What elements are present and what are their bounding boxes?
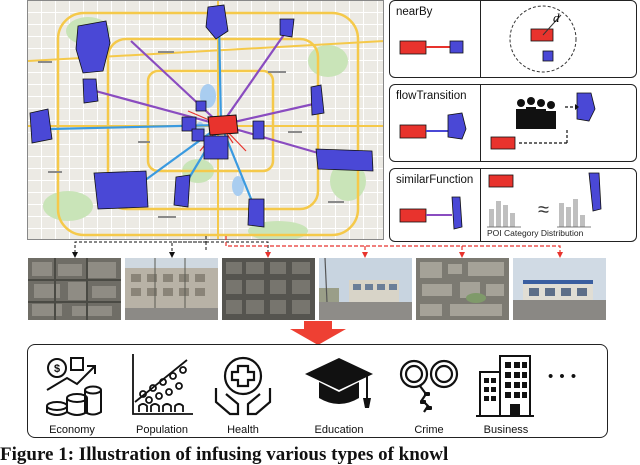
more-tasks-ellipsis: • • • bbox=[548, 368, 577, 385]
task-label-economy: Economy bbox=[27, 424, 117, 436]
flow-left-illustration bbox=[390, 85, 480, 161]
task-business: Business bbox=[461, 350, 551, 436]
down-arrow-icon bbox=[288, 321, 348, 345]
task-label-business: Business bbox=[461, 424, 551, 436]
task-label-education: Education bbox=[294, 424, 384, 436]
flow-right-illustration bbox=[481, 85, 636, 161]
similar-left-illustration bbox=[390, 169, 480, 241]
crime-icon bbox=[396, 356, 462, 418]
satellite-image-3 bbox=[416, 258, 509, 320]
approx-symbol: ≈ bbox=[538, 199, 549, 222]
health-icon bbox=[212, 354, 274, 418]
business-icon bbox=[476, 352, 536, 418]
image-connectors bbox=[0, 236, 640, 260]
task-label-population: Population bbox=[117, 424, 207, 436]
street-image-3 bbox=[513, 258, 606, 320]
similar-function-panel: similarFunction ≈ POI Category Distribut… bbox=[389, 168, 637, 242]
task-economy: $ Economy bbox=[27, 350, 117, 436]
economy-icon: $ bbox=[41, 354, 103, 418]
nearby-distance-label: d bbox=[553, 10, 560, 26]
city-map bbox=[27, 0, 384, 240]
flow-transition-panel: flowTransition bbox=[389, 84, 637, 162]
nearby-left-illustration bbox=[390, 1, 480, 77]
satellite-image-1 bbox=[28, 258, 121, 320]
education-icon bbox=[303, 354, 375, 418]
svg-text:$: $ bbox=[54, 363, 60, 375]
task-label-health: Health bbox=[198, 424, 288, 436]
figure-caption: Figure 1: Illustration of infusing vario… bbox=[0, 444, 640, 465]
task-education: Education bbox=[294, 350, 384, 436]
street-image-1 bbox=[125, 258, 218, 320]
population-icon bbox=[129, 352, 195, 418]
street-image-2 bbox=[319, 258, 412, 320]
satellite-image-2 bbox=[222, 258, 315, 320]
nearby-panel: nearBy d bbox=[389, 0, 637, 78]
task-health: Health bbox=[198, 350, 288, 436]
task-population: Population bbox=[117, 350, 207, 436]
